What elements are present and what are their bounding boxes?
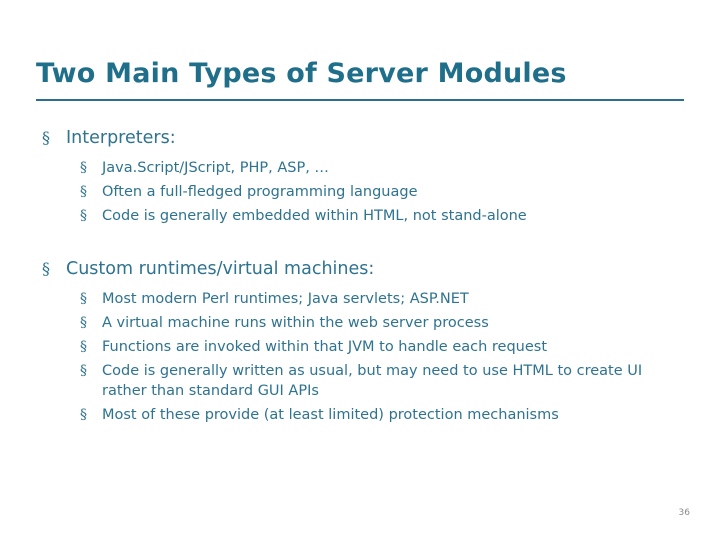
page-title: Two Main Types of Server Modules — [36, 58, 567, 89]
list-item-label: Functions are invoked within that JVM to… — [102, 339, 548, 356]
item-bullet-icon: § — [80, 208, 87, 225]
list-item: § Java.Script/JScript, PHP, ASP, … — [36, 159, 684, 178]
item-bullet-icon: § — [80, 339, 87, 356]
item-bullet-icon: § — [80, 159, 87, 176]
list-item-label: Often a full-fledged programming languag… — [102, 184, 418, 201]
item-bullet-icon: § — [80, 290, 87, 307]
section-custom-runtimes-items: § Most modern Perl runtimes; Java servle… — [36, 290, 684, 426]
list-item: § Code is generally embedded within HTML… — [36, 207, 684, 226]
list-item: § Code is generally written as usual, bu… — [36, 362, 684, 401]
item-bullet-icon: § — [80, 363, 87, 380]
page-number: 36 — [678, 508, 690, 518]
list-item-label: Code is generally written as usual, but … — [102, 363, 643, 399]
section-interpreters: § Interpreters: § Java.Script/JScript, P… — [36, 128, 684, 227]
list-item: § A virtual machine runs within the web … — [36, 314, 684, 333]
list-item-label: A virtual machine runs within the web se… — [102, 314, 489, 331]
section-interpreters-items: § Java.Script/JScript, PHP, ASP, … § Oft… — [36, 159, 684, 227]
section-bullet-icon: § — [42, 258, 50, 278]
section-heading-label: Interpreters: — [66, 128, 176, 148]
item-bullet-icon: § — [80, 314, 87, 331]
item-bullet-icon: § — [80, 184, 87, 201]
list-item-label: Most modern Perl runtimes; Java servlets… — [102, 290, 469, 307]
title-divider — [36, 99, 684, 101]
list-item: § Most modern Perl runtimes; Java servle… — [36, 290, 684, 309]
slide-body: § Interpreters: § Java.Script/JScript, P… — [36, 128, 684, 430]
list-item: § Most of these provide (at least limite… — [36, 406, 684, 425]
list-item-label: Most of these provide (at least limited)… — [102, 407, 559, 423]
section-heading: § Interpreters: — [36, 128, 684, 150]
section-heading-label: Custom runtimes/virtual machines: — [66, 258, 375, 279]
list-item-label: Code is generally embedded within HTML, … — [102, 208, 527, 225]
item-bullet-icon: § — [80, 407, 87, 423]
list-item-label: Java.Script/JScript, PHP, ASP, … — [102, 159, 329, 176]
section-bullet-icon: § — [42, 128, 50, 147]
section-heading: § Custom runtimes/virtual machines: — [36, 259, 684, 281]
list-item: § Often a full-fledged programming langu… — [36, 183, 684, 202]
section-custom-runtimes: § Custom runtimes/virtual machines: § Mo… — [36, 259, 684, 426]
list-item: § Functions are invoked within that JVM … — [36, 338, 684, 357]
